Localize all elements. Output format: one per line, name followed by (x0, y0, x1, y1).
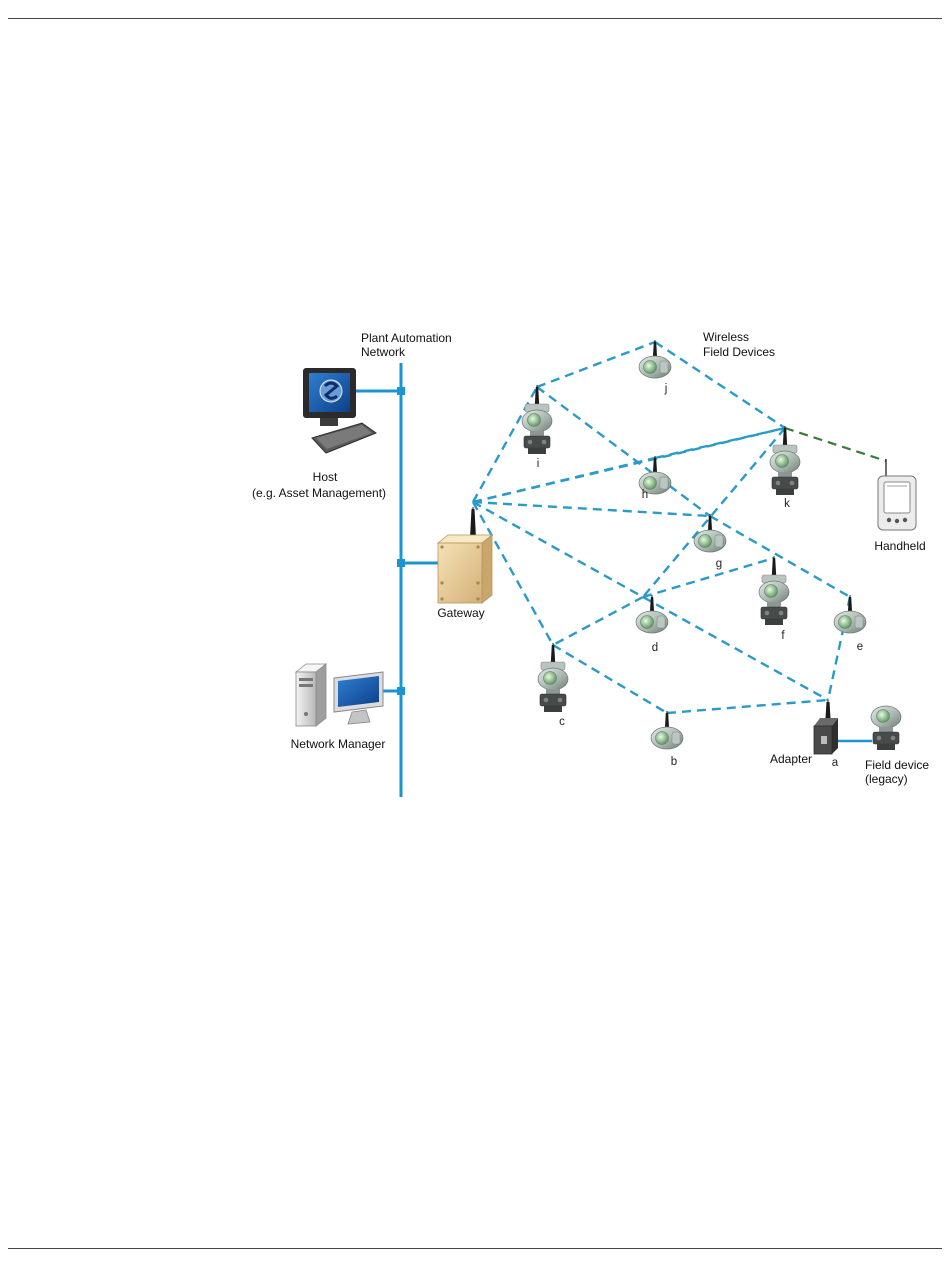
host-label-1: Host (313, 470, 338, 484)
wireless-label-1: Wireless (703, 330, 749, 344)
plant-network-label-2: Network (361, 345, 406, 359)
field-device-f[interactable] (759, 556, 789, 625)
link-gateway-k (473, 428, 785, 502)
field-device-i[interactable] (522, 385, 552, 454)
field-device-b[interactable] (651, 711, 683, 749)
field-device-label-2: (legacy) (865, 772, 908, 786)
field-device-e[interactable] (834, 595, 866, 633)
field-device-g[interactable] (694, 514, 726, 552)
link-h-k (655, 428, 785, 458)
link-gateway-g (473, 502, 710, 516)
host-label-2: (e.g. Asset Management) (252, 486, 386, 500)
host-computer-icon[interactable] (303, 368, 376, 453)
link-d-f (643, 558, 774, 597)
device-label-a: a (832, 757, 839, 769)
adapter-label: Adapter (770, 752, 812, 766)
wireless-label-2: Field Devices (703, 345, 775, 359)
wireless-mesh-links (473, 342, 850, 713)
device-label-c: c (559, 716, 565, 728)
handheld-icon[interactable] (878, 459, 916, 530)
field-device-label-1: Field device (865, 758, 929, 772)
gateway-label: Gateway (437, 606, 484, 620)
device-label-h: h (642, 489, 648, 501)
network-manager-label: Network Manager (291, 737, 386, 751)
field-device-d[interactable] (636, 595, 668, 633)
link-d-a (643, 597, 828, 700)
link-i-j (537, 342, 655, 387)
adapter-icon[interactable] (814, 700, 838, 754)
device-label-e: e (857, 641, 863, 653)
handheld-label: Handheld (874, 539, 925, 553)
device-label-d: d (652, 642, 658, 654)
device-label-k: k (784, 498, 790, 510)
link-k-handheld (785, 428, 886, 461)
device-label-b: b (671, 756, 677, 768)
field-device-j[interactable] (639, 340, 671, 378)
device-label-i: i (537, 458, 540, 470)
plant-network-label-1: Plant Automation (361, 331, 452, 345)
device-label-g: g (716, 558, 722, 570)
legacy-field-device-icon[interactable] (871, 706, 901, 750)
device-label-j: j (664, 383, 668, 395)
network-manager-server-icon[interactable] (296, 664, 383, 726)
field-device-c[interactable] (538, 643, 568, 712)
field-device-k[interactable] (770, 426, 800, 495)
link-c-b (553, 645, 667, 713)
link-d-c (553, 597, 643, 645)
link-b-a (667, 700, 828, 713)
device-label-f: f (781, 630, 785, 642)
link-k-d (643, 428, 785, 597)
